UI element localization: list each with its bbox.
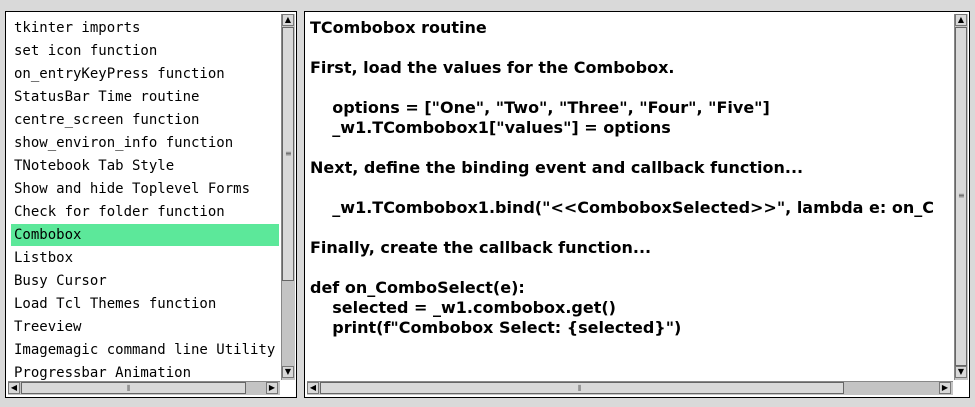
scroll-up-arrow-icon[interactable]: ▲ <box>282 14 294 26</box>
list-item[interactable]: on_entryKeyPress function <box>14 66 225 82</box>
scroll-down-arrow-icon[interactable]: ▼ <box>955 366 967 378</box>
grip-icon: ⦀ <box>578 384 582 393</box>
list-item[interactable]: centre_screen function <box>14 112 200 128</box>
scroll-left-arrow-icon[interactable]: ◀ <box>8 382 20 394</box>
list-item[interactable]: Busy Cursor <box>14 273 107 289</box>
scroll-right-arrow-icon[interactable]: ▶ <box>266 382 278 394</box>
text-line: TCombobox routine <box>310 18 487 37</box>
scroll-left-arrow-icon[interactable]: ◀ <box>307 382 319 394</box>
text-line: selected = _w1.combobox.get() <box>310 298 616 317</box>
listbox-vertical-scrollbar[interactable]: ▲ ≡ ▼ <box>281 14 295 380</box>
list-item[interactable]: Imagemagic command line Utility <box>14 342 276 358</box>
text-horizontal-scrollbar[interactable]: ◀ ⦀ ▶ <box>307 381 953 395</box>
listbox-horizontal-scrollbar[interactable]: ◀ ⦀ ▶ <box>8 381 280 395</box>
list-item[interactable]: tkinter imports <box>14 20 141 36</box>
grip-icon: ≡ <box>285 149 292 158</box>
scroll-down-arrow-icon[interactable]: ▼ <box>282 366 294 378</box>
text-line: Finally, create the callback function... <box>310 238 652 257</box>
text-line: options = ["One", "Two", "Three", "Four"… <box>310 98 770 117</box>
snippet-listbox-panel: tkinter imports set icon function on_entry… <box>5 11 297 398</box>
text-line: print(f"Combobox Select: {selected}") <box>310 318 682 337</box>
scroll-up-arrow-icon[interactable]: ▲ <box>955 14 967 26</box>
text-line: Next, define the binding event and callb… <box>310 158 804 177</box>
text-line: _w1.TCombobox1.bind("<<ComboboxSelected>… <box>310 198 934 217</box>
text-horizontal-scroll-thumb[interactable]: ⦀ <box>320 382 844 394</box>
text-line: def on_ComboSelect(e): <box>310 278 525 297</box>
text-vertical-scrollbar[interactable]: ▲ ≡ ▼ <box>954 14 968 380</box>
list-item[interactable]: Combobox <box>11 224 279 246</box>
text-vertical-scroll-thumb[interactable]: ≡ <box>955 27 967 366</box>
listbox-horizontal-scroll-thumb[interactable]: ⦀ <box>21 382 246 394</box>
scroll-right-arrow-icon[interactable]: ▶ <box>939 382 951 394</box>
listbox-vertical-scroll-thumb[interactable]: ≡ <box>282 27 294 281</box>
list-item[interactable]: Check for folder function <box>14 204 225 220</box>
list-item[interactable]: TNotebook Tab Style <box>14 158 175 174</box>
snippet-listbox[interactable]: tkinter imports set icon function on_entry… <box>8 14 280 380</box>
text-line: First, load the values for the Combobox. <box>310 58 675 77</box>
list-item[interactable]: Listbox <box>14 250 74 266</box>
list-item[interactable]: Progressbar Animation <box>14 365 192 380</box>
grip-icon: ≡ <box>958 191 965 200</box>
list-item[interactable]: show_environ_info function <box>14 135 234 151</box>
list-item[interactable]: Load Tcl Themes function <box>14 296 217 312</box>
list-item[interactable]: StatusBar Time routine <box>14 89 200 105</box>
text-line: _w1.TCombobox1["values"] = options <box>310 118 671 137</box>
list-item[interactable]: set icon function <box>14 43 158 59</box>
grip-icon: ⦀ <box>127 384 131 393</box>
list-item[interactable]: Treeview <box>14 319 82 335</box>
list-item[interactable]: Show and hide Toplevel Forms <box>14 181 251 197</box>
